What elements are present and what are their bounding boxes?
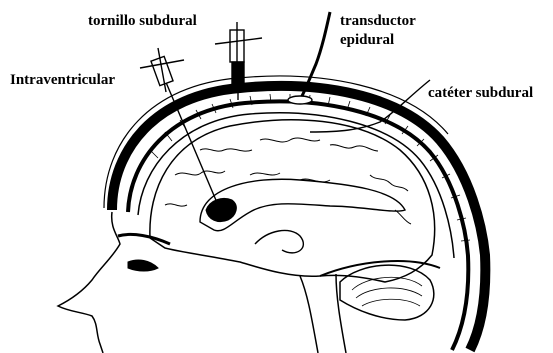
ventricle-curve xyxy=(255,230,303,252)
skull-outer-contour xyxy=(112,86,485,350)
label-intraventricular: Intraventricular xyxy=(10,73,115,88)
label-cateter-subdural: catéter subdural xyxy=(428,86,533,101)
label-transductor: transductor xyxy=(340,14,416,29)
eye xyxy=(128,260,158,271)
face-profile xyxy=(58,212,120,353)
dura-contour xyxy=(138,113,454,258)
label-epidural: epidural xyxy=(340,33,394,48)
label-tornillo-subdural: tornillo subdural xyxy=(88,14,197,29)
eyebrow xyxy=(118,234,170,244)
lateral-ventricle xyxy=(206,198,236,221)
skull-inner-contour xyxy=(128,101,468,350)
brainstem xyxy=(300,274,346,353)
intraventricular-valve-icon xyxy=(140,48,184,92)
cerebellum xyxy=(340,265,434,320)
epidural-transducer xyxy=(288,96,312,104)
